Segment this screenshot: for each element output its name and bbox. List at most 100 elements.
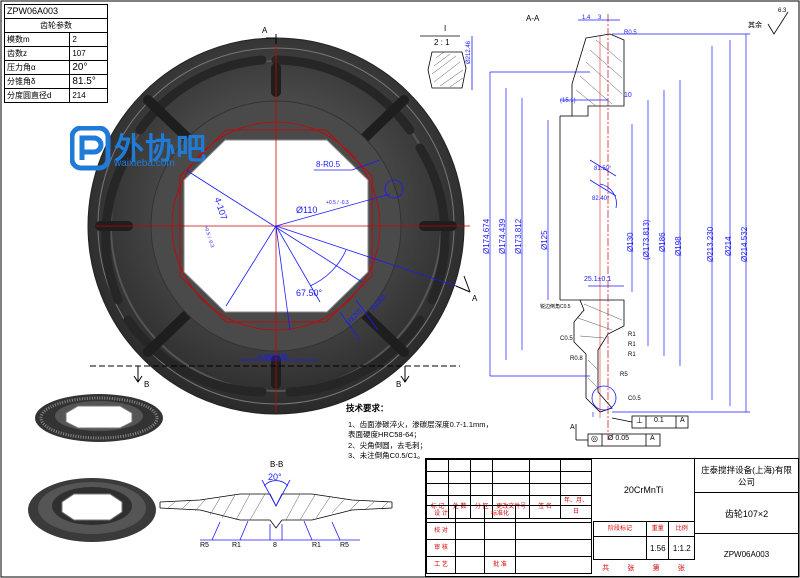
sheet-no-label: 第 [652, 565, 660, 572]
bb-section [159, 479, 393, 541]
dim-r1c: R1 [628, 352, 636, 358]
role-grid: 设 计 标准化 校 对 审 核 工 艺 批 准 [426, 505, 592, 574]
dim-c05: C0.5 [560, 336, 573, 342]
dim-d173-812: Ø173.812 [514, 218, 523, 254]
dim-d174-674: Ø174.674 [482, 218, 491, 254]
aa-section [559, 14, 625, 440]
material: 20CrMnTi [593, 459, 695, 522]
approve-label: 批 准 [484, 556, 516, 574]
datum-a: A [570, 424, 575, 431]
dim-r05: 8-R0.5 [316, 160, 341, 169]
param-value: 20° [69, 60, 108, 75]
sheet-info: 共 张 第 张 [593, 560, 694, 576]
role-label: 审 核 [426, 539, 456, 557]
iso-view-top [35, 394, 163, 442]
table-row: 设 计 标准化 [426, 505, 592, 523]
detail-marker: I [592, 412, 594, 419]
mark-label: 阶段标记 [593, 521, 647, 537]
dim-d198: Ø198 [674, 236, 683, 256]
dim-d214-532: Ø214.532 [740, 226, 749, 262]
front-view-dims [185, 159, 457, 361]
weight-label: 重量 [645, 521, 670, 537]
company-name: 庄泰搅拌设备(上海)有限公司 [695, 459, 798, 493]
section-label-b-left: B [144, 380, 150, 389]
table-row: 工 艺批 准 [426, 556, 592, 574]
aa-dim-lines [489, 19, 750, 413]
logo-url: waixieba.com [114, 158, 175, 169]
detail-scale: 2 : 1 [434, 38, 450, 47]
tech-header: 技术要求： [346, 403, 389, 413]
param-value: 214 [69, 88, 108, 103]
dim-bottom: 4-Ø8均布 [258, 354, 288, 361]
drawing-number-cell: ZPW06A003 [4, 4, 108, 19]
param-label: 齿数z [3, 46, 71, 61]
dim-top-r: R0.5 [624, 30, 637, 36]
dim-top-sm2: 3 [598, 15, 602, 21]
dim-d214: Ø214 [724, 236, 733, 256]
role-label: 工 艺 [426, 556, 456, 574]
section-line-a [266, 34, 471, 293]
dim-15: (15.1) [560, 98, 576, 104]
dim-r1b: R1 [628, 342, 636, 348]
dim-d110-tol: +0.5 / -0.3 [326, 200, 349, 206]
weight-value: 1.56 [645, 536, 670, 560]
part-name: 齿轮107×2 [695, 493, 798, 534]
dim-10: 10 [624, 92, 632, 99]
param-label: 分度圆直径d [3, 88, 71, 103]
param-table-title: 齿轮参数 [4, 18, 108, 33]
param-label: 分锥角δ [3, 74, 71, 89]
section-label-a-bottom: A [472, 294, 478, 303]
watermark-logo: 外协吧 waixieba.com [70, 122, 230, 174]
dim-w25: 25.1±0.1 [584, 276, 612, 283]
param-label: 压力角α [3, 60, 71, 75]
tech-requirements: 技术要求： 1、齿面渗碳淬火，渗碳层深度0.7-1.1mm， 表面硬度HRC58… [346, 403, 493, 462]
tech-line: 2、尖角倒圆，去毛刺； [348, 440, 428, 450]
note-sharp-edge: 锐边倒角C0.5 [540, 304, 571, 310]
dim-d174-439: Ø174.439 [498, 218, 507, 254]
dim-c05b: C0.5 [628, 396, 641, 402]
logo-text: 外协吧 [114, 133, 207, 166]
concentricity-icon: ◎ [591, 434, 598, 443]
dim-d110: Ø110 [296, 205, 318, 215]
sheet-no-unit: 张 [677, 565, 685, 572]
bb-r5-right: R5 [340, 542, 349, 549]
roughness-label: 其余 [748, 22, 762, 29]
part-code: ZPW06A003 [723, 550, 770, 559]
bb-r1-left: R1 [232, 542, 241, 549]
dim-d130: Ø130 [626, 232, 635, 252]
dim-angle: 67.50° [296, 288, 323, 298]
conc-value: Ø 0.05 [608, 435, 630, 442]
section-title-bb: B-B [270, 460, 284, 469]
perp-datum: A [680, 417, 685, 424]
dim-d212: Ø212.46 [466, 40, 472, 64]
perpendicularity-icon: ⊥ [636, 416, 643, 425]
role-label: 设 计 [426, 505, 456, 523]
bb-r1-right: R1 [312, 542, 321, 549]
role-label: 校 对 [426, 522, 456, 540]
section-title-aa: A-A [526, 14, 540, 23]
detail-label: I [444, 24, 447, 33]
std-label: 标准化 [484, 505, 516, 523]
dim-r5: R5 [620, 372, 628, 378]
roughness-mark [767, 11, 789, 35]
bb-eight: 8 [273, 542, 277, 549]
sheet-total-unit: 张 [627, 565, 635, 572]
dim-top-small: 1.4 [582, 15, 591, 21]
detail-i [420, 35, 473, 90]
scale-label: 比例 [668, 521, 695, 537]
perp-value: 0.1 [654, 417, 664, 424]
section-label-b-right: B [396, 380, 402, 389]
tech-line: 表面硬度HRC58-64； [348, 430, 421, 439]
scale-value: 1:1.2 [668, 536, 695, 560]
section-arrows-b [90, 365, 460, 383]
tech-line: 3、未注倒角C0.5/C1。 [348, 451, 425, 460]
table-row: 审 核 [426, 539, 592, 557]
dim-d213: Ø213.230 [706, 226, 715, 262]
